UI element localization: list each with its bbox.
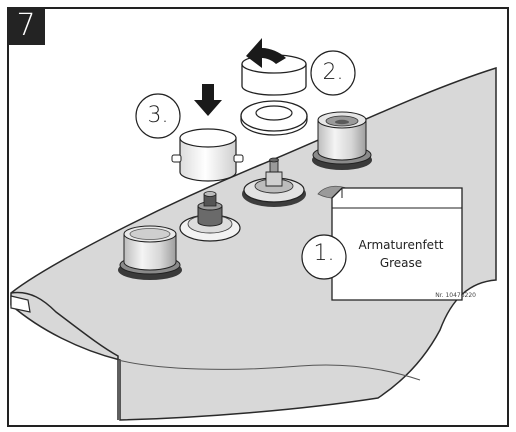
sealing-ring [240,100,308,136]
illustration-frame [7,7,509,427]
callout-2-circle [310,50,356,96]
callout-1-label: 1. [313,241,335,266]
grease-label-english: Grease [379,256,423,270]
step-number: 7 [16,8,36,43]
callout-3-circle [135,93,181,139]
counter-front-edge [10,291,119,420]
counter-lower-fold [117,359,421,381]
right-cover-cap [312,111,372,170]
grease-package [331,187,463,301]
rotate-arrow-icon [246,38,286,68]
grease-label-german: Armaturenfett [358,238,444,252]
middle-valve-spindle [179,191,241,242]
part-number: Nr. 10476220 [435,292,476,299]
callout-3-label: 3. [147,103,169,128]
cylindrical-cap-piece [171,128,244,182]
down-arrow-icon [194,84,222,116]
counter-left-rim [10,295,31,313]
callout-2-label: 2. [322,60,344,85]
left-cover-cap [118,225,182,280]
center-valve-body [242,157,306,207]
step-badge [7,7,45,45]
counter-surface [10,66,497,421]
callout-1-circle [301,234,347,280]
